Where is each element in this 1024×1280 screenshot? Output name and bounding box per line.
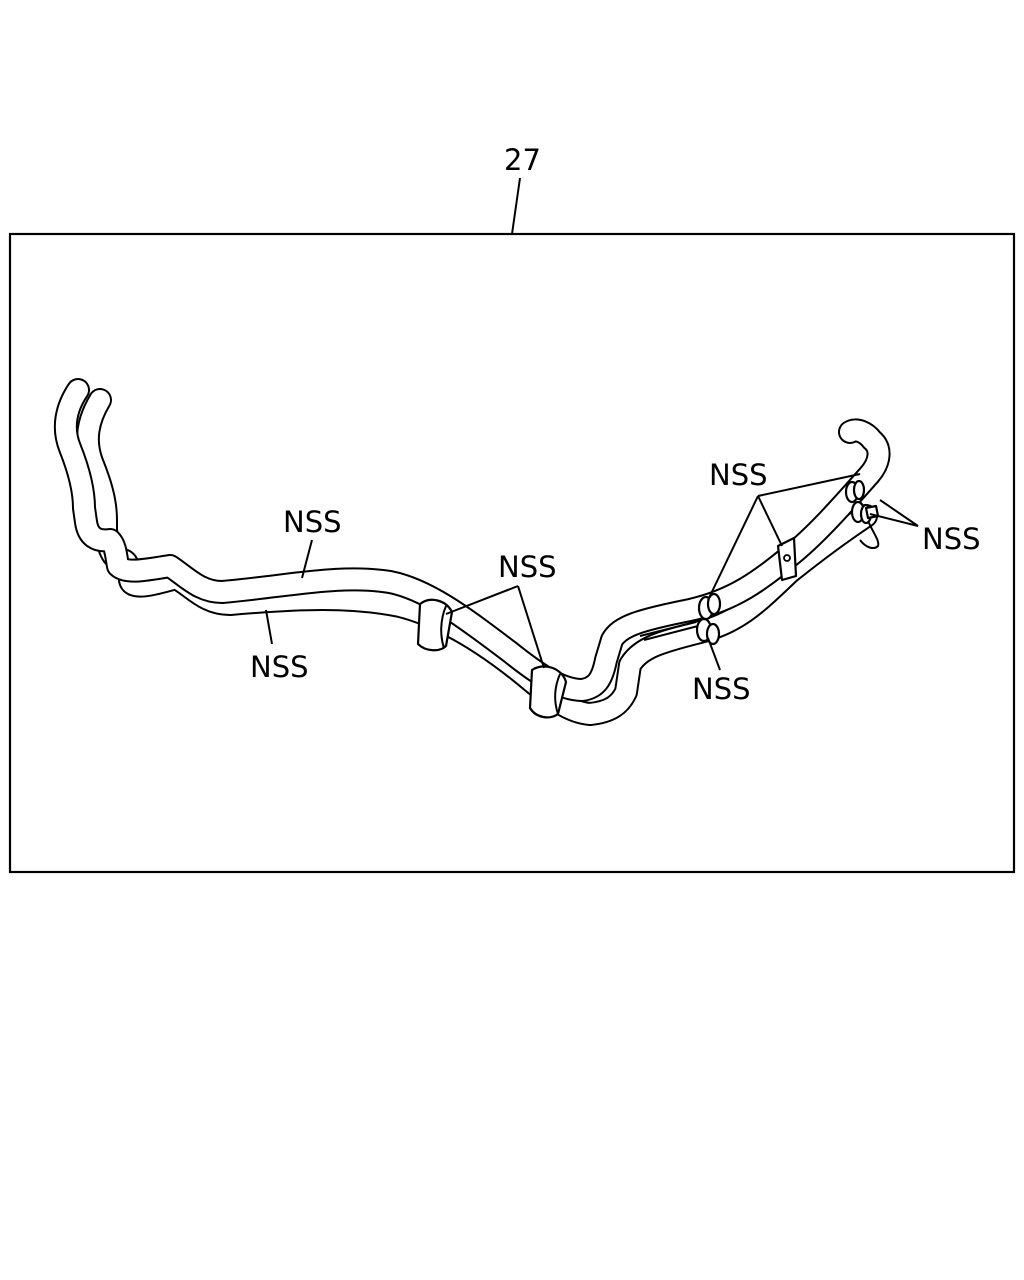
grommet-center-right: [528, 665, 568, 719]
tube-upper: [53, 378, 891, 702]
label-nss-lower-right: NSS: [692, 672, 751, 706]
callout-leader: [511, 177, 521, 235]
clip-upper-1: [844, 479, 866, 504]
diagram-frame: [8, 232, 1016, 874]
tube-end-hook: [859, 515, 880, 549]
grommet-center-left: [416, 598, 454, 652]
label-nss-upper-right: NSS: [709, 458, 768, 492]
clip-lower-2: [695, 617, 721, 646]
tube-connector-hatch: [639, 621, 699, 641]
leader-lines: [265, 473, 919, 671]
label-nss-center: NSS: [498, 550, 557, 584]
mounting-bracket: [776, 536, 798, 582]
label-nss-lower-left: NSS: [250, 650, 309, 684]
tube-lower: [75, 388, 878, 726]
callout-number: 27: [504, 143, 541, 177]
label-nss-far-right: NSS: [922, 522, 981, 556]
label-nss-upper-left: NSS: [283, 505, 342, 539]
clip-lower-1: [697, 592, 722, 621]
